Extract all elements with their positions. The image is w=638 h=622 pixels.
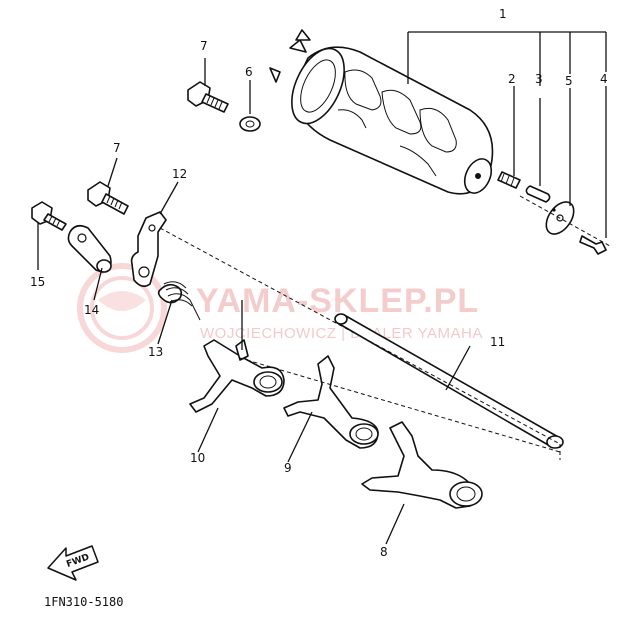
dashed-guides [159, 195, 611, 460]
fork-9 [283, 355, 379, 449]
callout-15: 15 [30, 275, 45, 289]
upper-bolt-7 [187, 81, 229, 113]
callout-6: 6 [245, 65, 253, 79]
callout-1: 1 [499, 7, 507, 21]
callout-2: 2 [508, 72, 516, 86]
fwd-arrow-icon: FWD [47, 545, 99, 581]
callout-12: 12 [172, 167, 187, 181]
lever-14 [67, 224, 112, 273]
callout-3: 3 [535, 72, 543, 86]
fork-10 [189, 339, 285, 413]
bolt-15 [31, 201, 67, 231]
callout-14: 14 [84, 303, 99, 317]
callout-4: 4 [600, 72, 608, 86]
lower-bolt-7 [87, 181, 129, 215]
part-code: 1FN310-5180 [44, 595, 123, 609]
callout-7-upper: 7 [200, 39, 208, 53]
watermark-brand: YAMA-SKLEP.PL [196, 282, 479, 320]
callout-8: 8 [380, 545, 388, 559]
fork-8 [361, 421, 483, 509]
watermark: YAMA-SKLEP.PL WOJCIECHOWICZ | DEALER YAM… [77, 263, 483, 353]
segment-12 [130, 211, 167, 288]
leader-lines [37, 31, 607, 545]
callout-labels: 1 2 3 5 4 7 6 7 12 15 14 13 11 10 9 8 [30, 7, 608, 559]
spring-13 [157, 281, 201, 321]
callout-9: 9 [284, 461, 292, 475]
shaft-11 [334, 313, 564, 449]
shift-drum [269, 29, 494, 195]
callout-7-lower: 7 [113, 141, 121, 155]
callout-5: 5 [565, 74, 573, 88]
part-3-pin [525, 185, 551, 203]
callout-13: 13 [148, 345, 163, 359]
callout-11: 11 [490, 335, 505, 349]
washer-6 [239, 116, 261, 132]
watermark-logo [77, 263, 167, 353]
drum-end-parts [497, 171, 607, 255]
callout-10: 10 [190, 451, 205, 465]
watermark-dealer: WOJCIECHOWICZ | DEALER YAMAHA [200, 325, 483, 342]
part-4-screw [579, 235, 607, 255]
